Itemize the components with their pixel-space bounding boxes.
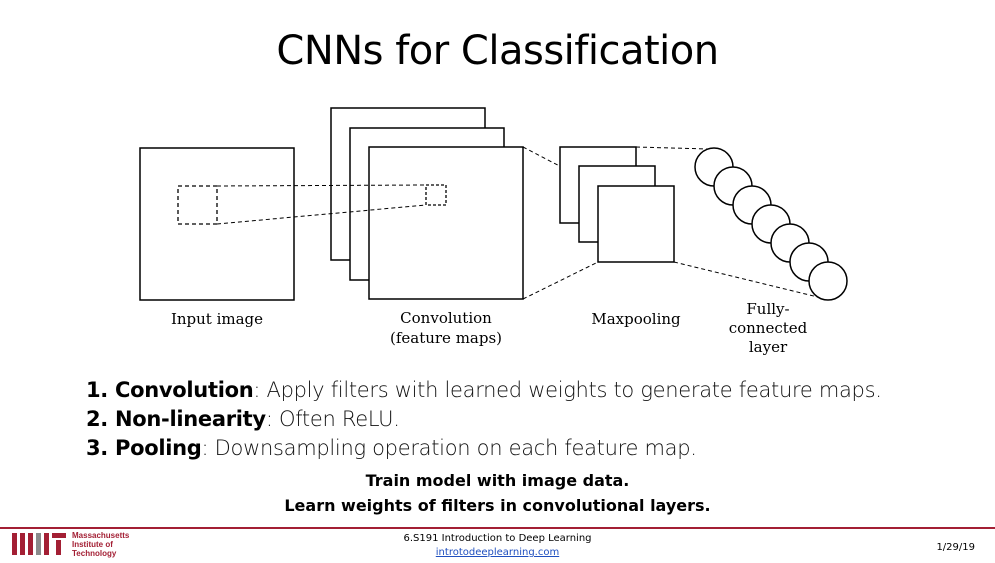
institution-line: Institute of — [72, 540, 113, 549]
pool-line-bottom — [522, 261, 599, 300]
institution-line: Technology — [72, 549, 117, 558]
institution-name: Massachusetts Institute of Technology — [72, 531, 129, 558]
receptive-field-box — [177, 185, 218, 225]
course-website-link[interactable]: introtodeeplearning.com — [435, 547, 560, 558]
item-description: : Downsampling operation on each feature… — [201, 436, 697, 460]
maxpool-map-front — [597, 185, 675, 263]
label-layer: layer — [749, 338, 788, 356]
fc-line-bottom — [673, 261, 827, 300]
course-name: 6.S191 Introduction to Deep Learning — [403, 533, 592, 544]
label-connected: connected — [729, 319, 808, 337]
fc-neuron — [808, 261, 848, 301]
item-description: : Often ReLU. — [265, 407, 400, 431]
item-number: 3. — [86, 436, 108, 460]
item-number: 1. — [86, 378, 108, 402]
label-feature-maps: (feature maps) — [390, 329, 502, 347]
slide-title: CNNs for Classification — [276, 28, 719, 74]
item-description: : Apply filters with learned weights to … — [253, 378, 882, 402]
item-number: 2. — [86, 407, 108, 431]
feature-map-front — [368, 146, 524, 300]
list-item: 3. Pooling: Downsampling operation on eac… — [86, 434, 882, 463]
label-maxpooling: Maxpooling — [591, 310, 681, 328]
mit-logo-icon — [12, 533, 66, 555]
slide-date: 1/29/19 — [936, 542, 975, 553]
footer-divider — [0, 527, 995, 529]
item-term: Pooling — [115, 436, 202, 460]
feature-map-activation-box — [425, 184, 447, 206]
key-points-list: 1. Convolution: Apply filters with learne… — [86, 376, 882, 463]
fc-line-top — [635, 146, 709, 150]
item-term: Convolution — [115, 378, 254, 402]
list-item: 1. Convolution: Apply filters with learne… — [86, 376, 882, 405]
summary-line-2: Learn weights of filters in convolutiona… — [284, 496, 711, 515]
item-term: Non-linearity — [115, 407, 266, 431]
label-convolution: Convolution — [400, 309, 492, 327]
label-input-image: Input image — [171, 310, 263, 328]
list-item: 2. Non-linearity: Often ReLU. — [86, 405, 882, 434]
institution-line: Massachusetts — [72, 531, 130, 540]
summary-line-1: Train model with image data. — [365, 471, 630, 490]
label-fully: Fully- — [746, 300, 789, 318]
